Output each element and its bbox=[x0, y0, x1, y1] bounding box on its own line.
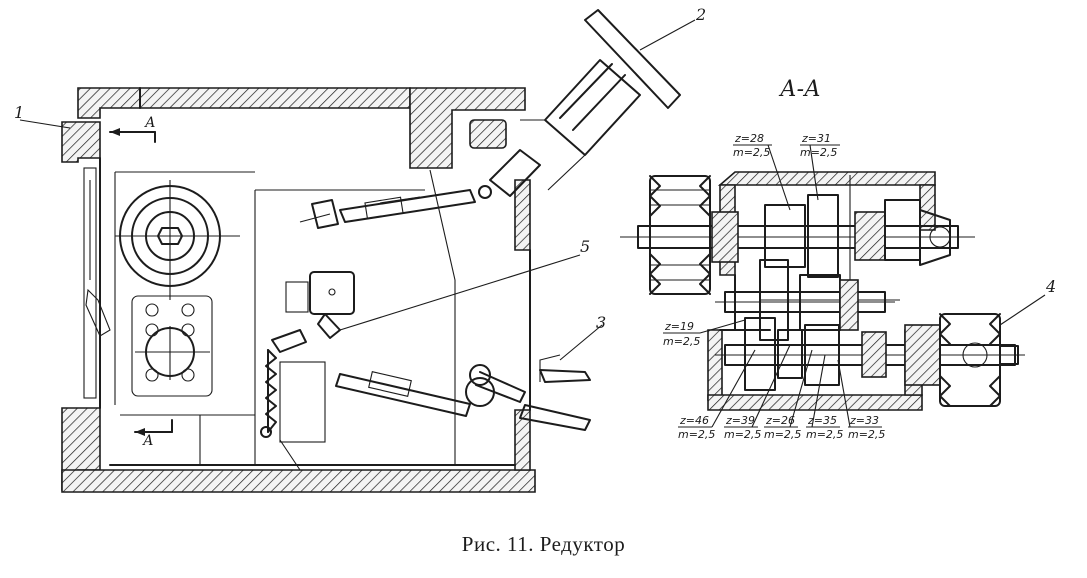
section-title: А-А bbox=[778, 77, 821, 102]
section-mark-a-top: А bbox=[144, 115, 156, 131]
callout-3: 3 bbox=[596, 313, 606, 332]
svg-text:z=31: z=31 bbox=[801, 132, 831, 145]
svg-text:z=19: z=19 bbox=[664, 320, 694, 333]
svg-text:z=26: z=26 bbox=[765, 414, 795, 427]
section-aa-view bbox=[620, 171, 1025, 411]
svg-text:m=2,5: m=2,5 bbox=[733, 146, 770, 159]
svg-text:m=2,5: m=2,5 bbox=[806, 428, 843, 441]
gear-label-z33: z=33 m=2,5 bbox=[837, 359, 885, 441]
svg-text:m=2,5: m=2,5 bbox=[678, 428, 715, 441]
gear-label-z46: z=46 m=2,5 bbox=[678, 349, 756, 441]
svg-text:m=2,5: m=2,5 bbox=[764, 428, 801, 441]
callout-4: 4 bbox=[1045, 277, 1056, 296]
callout-1: 1 bbox=[14, 103, 24, 122]
svg-text:z=39: z=39 bbox=[725, 414, 755, 427]
lower-link-lever bbox=[335, 354, 591, 431]
gear-label-z26: z=26 m=2,5 bbox=[764, 349, 813, 441]
gear-label-z39: z=39 m=2,5 bbox=[724, 344, 791, 441]
svg-text:z=28: z=28 bbox=[734, 132, 764, 145]
upper-link-rod bbox=[299, 149, 541, 229]
gear-label-z31: z=31 m=2,5 bbox=[800, 132, 840, 201]
svg-text:z=35: z=35 bbox=[807, 414, 837, 427]
gear-label-z35: z=35 m=2,5 bbox=[806, 354, 843, 441]
svg-text:m=2,5: m=2,5 bbox=[663, 335, 700, 348]
figure-caption: Рис. 11. Редуктор bbox=[461, 532, 626, 556]
sector-mechanism bbox=[260, 271, 355, 471]
svg-text:z=33: z=33 bbox=[849, 414, 879, 427]
section-mark-bottom: А bbox=[134, 419, 173, 449]
reducer-drawing: А А 1 2 3 4 5 А-А bbox=[14, 5, 1056, 493]
housing-left-view bbox=[61, 87, 536, 493]
callout-5: 5 bbox=[580, 237, 590, 256]
svg-text:m=2,5: m=2,5 bbox=[724, 428, 761, 441]
svg-text:m=2,5: m=2,5 bbox=[848, 428, 885, 441]
svg-text:z=46: z=46 bbox=[679, 414, 709, 427]
svg-text:m=2,5: m=2,5 bbox=[800, 146, 837, 159]
gear-label-z19: z=19 m=2,5 bbox=[663, 319, 746, 348]
gear-label-z28: z=28 m=2,5 bbox=[733, 132, 791, 211]
section-mark-top: А bbox=[109, 115, 156, 143]
callout-2: 2 bbox=[695, 5, 706, 24]
handwheel-shaft bbox=[469, 9, 681, 191]
pulley-assembly bbox=[115, 180, 240, 397]
section-mark-a-bottom: А bbox=[142, 433, 154, 449]
